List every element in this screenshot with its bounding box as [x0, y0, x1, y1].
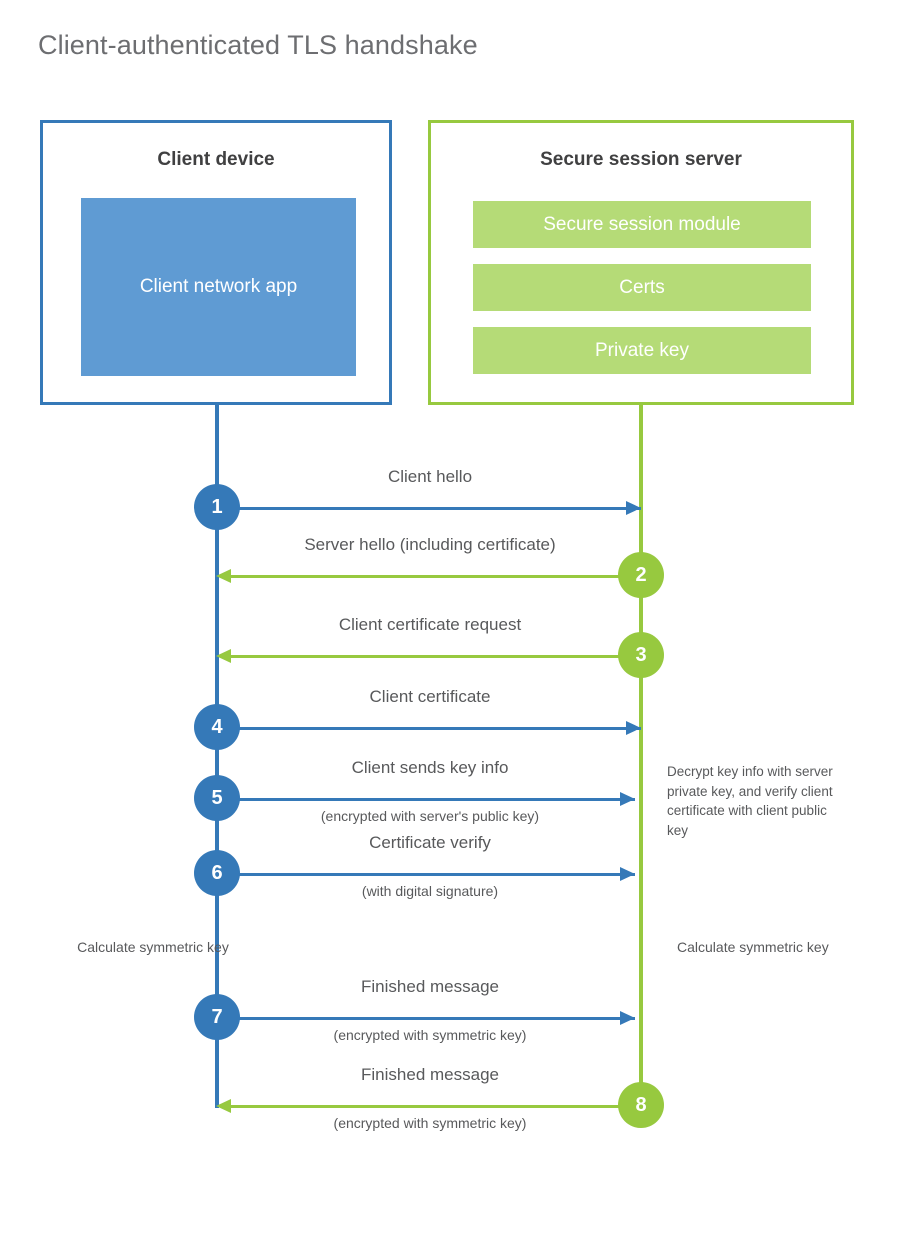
message-line-7	[217, 1017, 635, 1020]
message-line-4	[217, 727, 641, 730]
page-title: Client-authenticated TLS handshake	[38, 30, 478, 60]
message-label-2: Server hello (including certificate)	[304, 535, 556, 554]
arrow-head-right-icon	[620, 867, 635, 881]
message-label-4: Client certificate	[369, 687, 491, 706]
server-component-certs: Certs	[473, 264, 811, 311]
secure-session-server-box: Secure session server Secure session mod…	[428, 120, 854, 405]
message-sublabel-7: (encrypted with symmetric key)	[333, 1027, 527, 1043]
message-sublabel-6: (with digital signature)	[361, 883, 499, 899]
step-badge-3[interactable]: 3	[618, 632, 664, 678]
message-sublabel-5: (encrypted with server's public key)	[320, 808, 540, 824]
step-badge-8[interactable]: 8	[618, 1082, 664, 1128]
message-label-1: Client hello	[387, 467, 473, 486]
annotation-client-calculate-symmetric-key: Calculate symmetric key	[77, 939, 229, 955]
message-line-2	[230, 575, 641, 578]
message-line-8	[230, 1105, 641, 1108]
step-badge-5[interactable]: 5	[194, 775, 240, 821]
client-device-title: Client device	[157, 149, 275, 170]
client-network-app-block: Client network app	[81, 198, 356, 376]
annotation-server-decrypt: Decrypt key info with server private key…	[667, 764, 833, 838]
message-line-5	[217, 798, 635, 801]
message-line-1	[217, 507, 641, 510]
arrow-head-left-icon	[216, 649, 231, 663]
server-lifeline	[639, 402, 643, 1108]
step-badge-6[interactable]: 6	[194, 850, 240, 896]
arrow-head-right-icon	[626, 501, 641, 515]
message-label-7: Finished message	[361, 977, 499, 996]
server-component-private-key: Private key	[473, 327, 811, 374]
message-line-6	[217, 873, 635, 876]
message-label-3: Client certificate request	[338, 615, 522, 634]
arrow-head-right-icon	[620, 1011, 635, 1025]
client-device-box: Client device Client network app	[40, 120, 392, 405]
annotation-server-calculate-symmetric-key: Calculate symmetric key	[677, 939, 829, 955]
arrow-head-left-icon	[216, 1099, 231, 1113]
message-label-8: Finished message	[361, 1065, 499, 1084]
step-badge-2[interactable]: 2	[618, 552, 664, 598]
server-component-secure-session-module: Secure session module	[473, 201, 811, 248]
message-line-3	[230, 655, 641, 658]
step-badge-4[interactable]: 4	[194, 704, 240, 750]
step-badge-1[interactable]: 1	[194, 484, 240, 530]
message-label-6: Certificate verify	[369, 833, 491, 852]
arrow-head-right-icon	[620, 792, 635, 806]
arrow-head-right-icon	[626, 721, 641, 735]
message-sublabel-8: (encrypted with symmetric key)	[333, 1115, 527, 1131]
arrow-head-left-icon	[216, 569, 231, 583]
secure-session-server-title: Secure session server	[540, 149, 742, 170]
step-badge-7[interactable]: 7	[194, 994, 240, 1040]
client-lifeline	[215, 402, 219, 1108]
message-label-5: Client sends key info	[351, 758, 509, 777]
